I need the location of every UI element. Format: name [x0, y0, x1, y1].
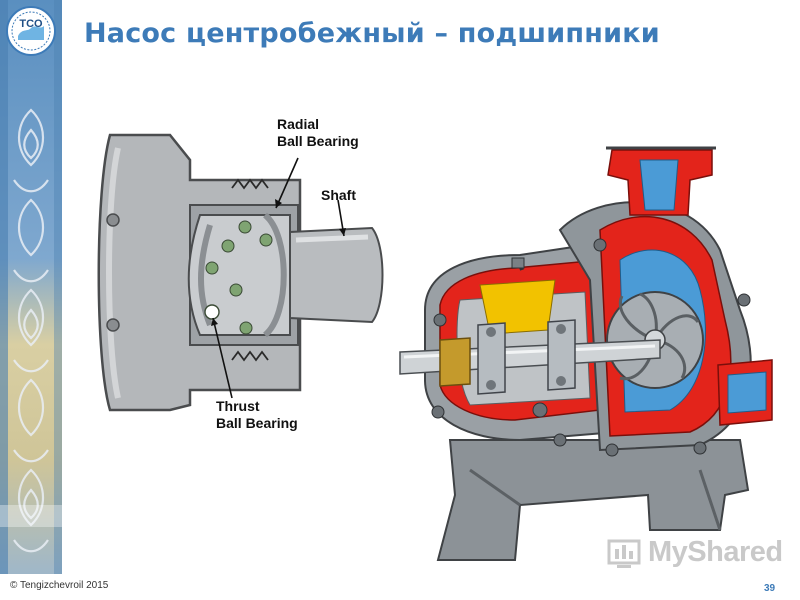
radial-ball-bearing-label: Radial Ball Bearing — [277, 116, 359, 150]
tco-logo: TCO — [6, 6, 56, 56]
logo-text: TCO — [19, 18, 43, 30]
radial-label-line2: Ball Bearing — [277, 133, 359, 149]
myshared-watermark-icon — [607, 539, 641, 568]
decorative-left-band — [0, 0, 62, 574]
myshared-watermark-text: MyShared — [648, 536, 783, 568]
shaft-label-text: Shaft — [321, 187, 356, 203]
shaft-label: Shaft — [321, 187, 356, 204]
copyright-footer: © Tengizchevroil 2015 — [10, 580, 109, 591]
pump-cutaway — [399, 146, 773, 561]
page-number: 39 — [764, 583, 776, 594]
ornament-pattern — [0, 0, 62, 574]
thrust-ball-bearing-label: Thrust Ball Bearing — [216, 398, 298, 432]
bearing-cross-section — [97, 133, 384, 412]
thrust-label-line1: Thrust — [216, 398, 260, 414]
radial-label-line1: Radial — [277, 116, 320, 132]
thrust-label-line2: Ball Bearing — [216, 415, 298, 431]
slide-title: Насос центробежный – подшипники — [84, 18, 660, 49]
